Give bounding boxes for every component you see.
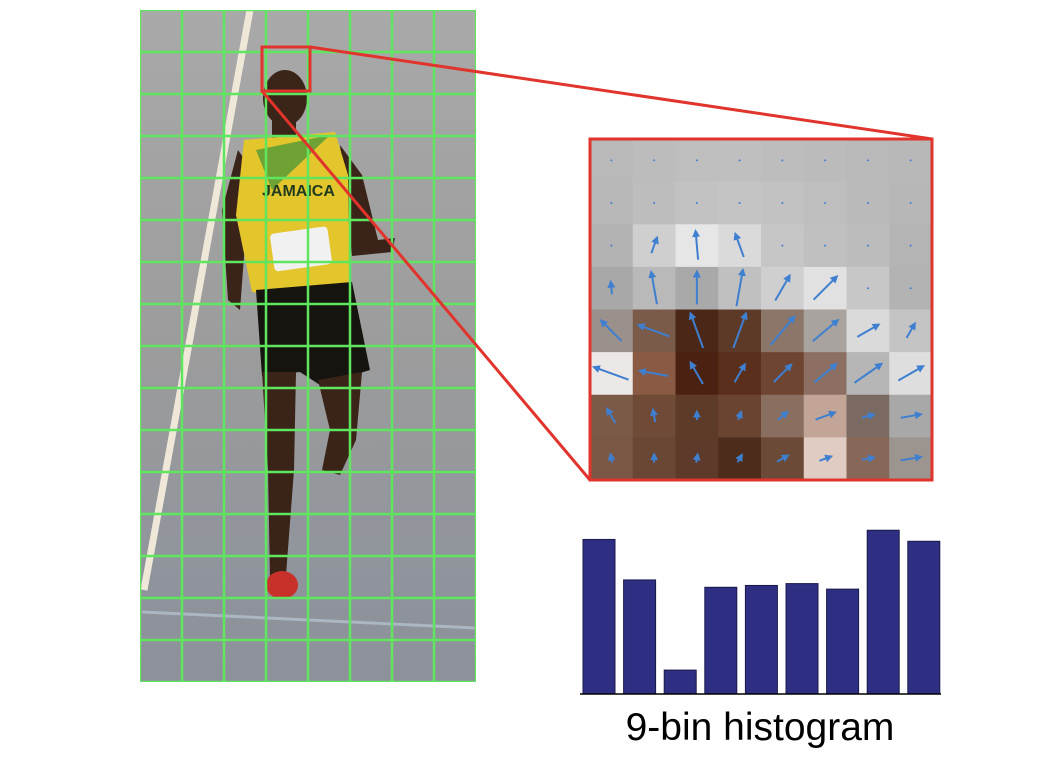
gradient-arrow	[861, 454, 877, 463]
gradient-arrow	[692, 229, 701, 260]
gradient-dot	[653, 201, 656, 204]
zoomed-patch	[590, 139, 933, 481]
highlighted-cell	[260, 45, 312, 93]
gradient-dot	[909, 287, 912, 290]
gradient-dot	[909, 159, 912, 162]
lane-line	[140, 10, 254, 591]
gradient-arrow	[650, 235, 659, 254]
gradient-arrow	[815, 410, 837, 421]
gradient-dot	[866, 287, 869, 290]
gradient-arrow	[648, 269, 658, 305]
gradient-arrow	[735, 267, 746, 307]
gradient-arrow	[591, 365, 629, 381]
gradient-arrow	[774, 273, 791, 301]
gradient-dot	[695, 201, 698, 204]
gradient-arrow	[637, 368, 669, 377]
gradient-arrow	[856, 323, 881, 338]
gradient-dot	[738, 159, 741, 162]
histogram-bar	[826, 588, 860, 695]
connector-line-bottom	[260, 90, 592, 481]
gradient-arrow	[812, 318, 840, 343]
gradient-dot	[653, 159, 656, 162]
gradient-arrow	[819, 454, 834, 463]
gradient-arrow	[733, 362, 746, 383]
runner-right-arm	[340, 145, 395, 256]
histogram-bar	[785, 583, 819, 695]
gradient-dot	[610, 159, 613, 162]
zoom-connector	[260, 45, 933, 481]
histogram-bar	[907, 540, 941, 695]
gradient-dot	[610, 201, 613, 204]
gradient-arrow	[733, 231, 745, 258]
gradient-arrow	[735, 409, 743, 421]
gradient-dot	[781, 201, 784, 204]
histogram-bar	[582, 538, 616, 695]
gradient-arrow	[607, 279, 616, 295]
connector-line-top	[309, 45, 933, 141]
gradient-arrow	[776, 454, 790, 463]
gradient-arrow	[650, 407, 658, 423]
gradient-dot	[824, 201, 827, 204]
gradient-arrow	[813, 362, 838, 384]
jersey-text: JAMAICA	[262, 183, 335, 200]
runner-head	[263, 70, 307, 126]
gradient-dot	[824, 244, 827, 247]
gradient-arrow	[599, 319, 623, 342]
gradient-arrow	[688, 311, 705, 349]
runner-shoe	[266, 571, 298, 599]
runner-shorts	[256, 282, 370, 385]
gradient-dot	[866, 201, 869, 204]
histogram-bar	[744, 584, 778, 695]
gradient-dot	[866, 159, 869, 162]
histogram-caption: 9-bin histogram	[625, 706, 895, 749]
gradient-arrow	[777, 410, 789, 421]
gradient-arrow	[606, 406, 617, 424]
gradient-dot	[781, 159, 784, 162]
gradient-dot	[781, 244, 784, 247]
histogram-bar	[704, 586, 738, 695]
gradient-arrow	[689, 360, 704, 385]
gradient-arrow	[732, 311, 748, 349]
cell-grid	[140, 10, 476, 682]
gradient-arrow	[812, 275, 839, 301]
gradient-arrow	[769, 314, 796, 346]
gradient-dot	[695, 159, 698, 162]
gradient-dot	[610, 244, 613, 247]
gradient-arrow	[900, 453, 923, 462]
gradient-arrow	[636, 323, 670, 338]
histogram-bar	[866, 529, 900, 695]
histogram-bar	[663, 669, 697, 695]
runner-left-leg	[262, 372, 296, 578]
gradient-dot	[824, 159, 827, 162]
gradient-arrow	[897, 365, 926, 382]
gradient-arrow	[607, 452, 616, 463]
gradient-dot	[909, 201, 912, 204]
gradient-arrow	[735, 453, 743, 463]
gradient-arrow	[905, 321, 916, 339]
zoomed-patch-border	[588, 137, 934, 482]
gradient-arrow	[692, 452, 701, 463]
gradient-dot	[738, 201, 741, 204]
gradient-arrow	[853, 362, 884, 384]
gradient-arrow	[900, 411, 923, 420]
runner-bib	[270, 226, 332, 272]
gradient-arrow	[861, 412, 877, 420]
gradient-dot	[909, 244, 912, 247]
gradient-dot	[866, 244, 869, 247]
orientation-histogram	[582, 529, 941, 695]
gradient-arrow	[773, 363, 793, 383]
runner-photo: JAMAICA	[140, 10, 476, 682]
histogram-bar	[623, 579, 657, 695]
